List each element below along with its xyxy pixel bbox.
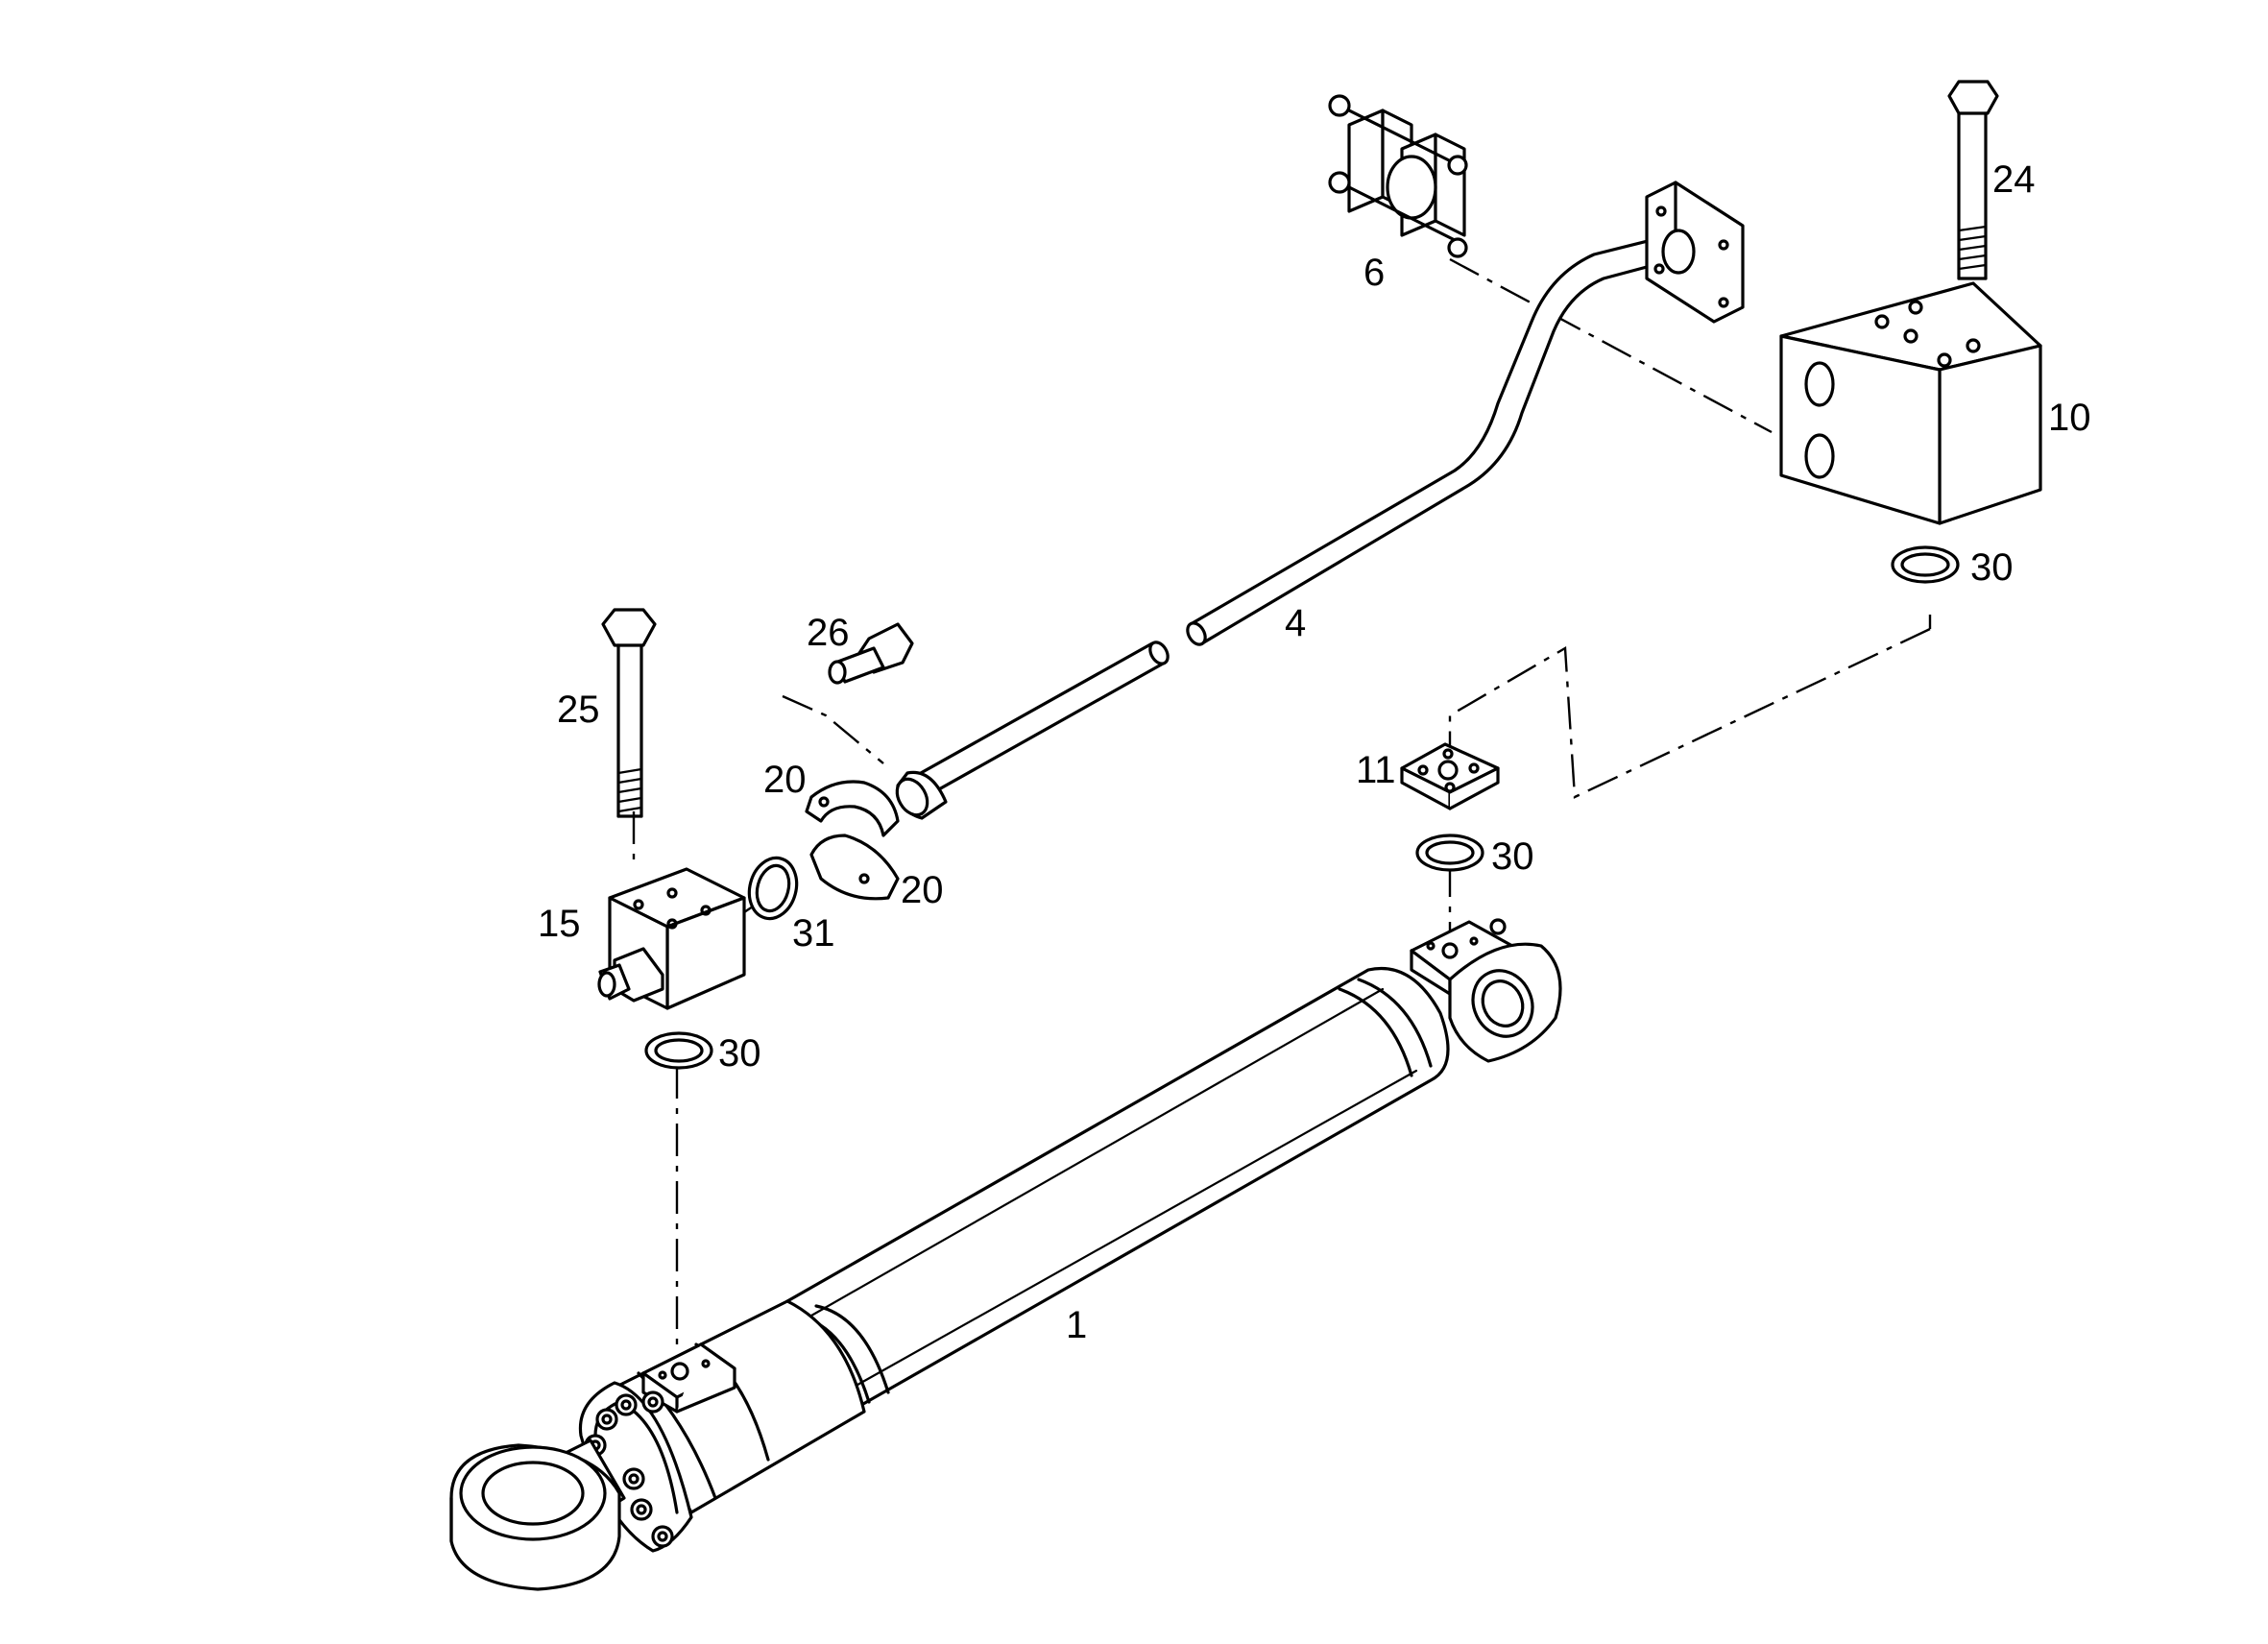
bolt-25	[601, 608, 657, 818]
small-flange	[1400, 742, 1500, 810]
split-flange-upper	[805, 780, 900, 837]
o-ring-30-middle	[1415, 834, 1484, 872]
label-part-26: 26	[807, 612, 850, 654]
screw-26	[828, 622, 914, 685]
label-part-25: 25	[557, 689, 600, 731]
part-callouts: 1 4 6 10 11 15 20 20 24 25 26 30 30 30 3…	[538, 158, 2091, 1346]
mounting-block	[1779, 281, 2042, 525]
label-part-15: 15	[538, 903, 581, 945]
label-part-20-upper: 20	[763, 759, 807, 801]
label-part-24: 24	[1992, 158, 2036, 201]
label-part-6: 6	[1363, 252, 1385, 294]
o-ring-31	[747, 856, 799, 921]
label-part-30-middle: 30	[1491, 835, 1534, 878]
label-part-31: 31	[792, 912, 835, 955]
split-flange-lower	[809, 834, 900, 901]
assembly-centerlines	[632, 257, 1973, 1354]
pipe-clamp	[1328, 94, 1468, 258]
hydraulic-pipe	[895, 181, 1745, 820]
label-part-30-lower: 30	[718, 1032, 761, 1075]
label-part-10: 10	[2048, 397, 2091, 439]
label-part-11: 11	[1356, 749, 1396, 791]
o-ring-30-upper	[1891, 545, 1960, 584]
valve-block	[597, 867, 746, 1010]
o-ring-30-lower	[644, 1031, 713, 1070]
label-part-20-lower: 20	[901, 869, 944, 911]
label-part-4: 4	[1285, 602, 1306, 644]
hydraulic-cylinder	[449, 918, 1562, 1591]
label-part-1: 1	[1066, 1304, 1087, 1346]
label-part-30-upper: 30	[1970, 546, 2014, 589]
bolt-24	[1947, 80, 1999, 280]
